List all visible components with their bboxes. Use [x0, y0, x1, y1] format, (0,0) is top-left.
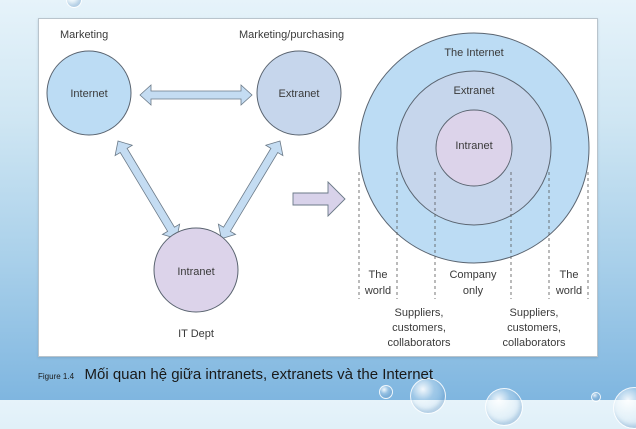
zone-world-left-line1: The — [369, 269, 388, 281]
figure-number: Figure 1.4 — [38, 372, 75, 381]
label-marketing: Marketing — [60, 29, 108, 41]
zone-world-right-line1: The — [560, 269, 579, 281]
figure-caption: Figure 1.4 Mối quan hệ giữa intranets, e… — [38, 366, 433, 384]
zone-suppliers-left-line1: Suppliers, — [395, 307, 444, 319]
decorative-bubble — [613, 387, 636, 429]
ring-intranet-label: Intranet — [455, 140, 492, 152]
ring-internet-label: The Internet — [444, 47, 503, 59]
node-intranet — [153, 227, 239, 313]
zone-suppliers-left-line3: collaborators — [388, 337, 451, 349]
zone-company-line1: Company — [449, 269, 497, 281]
transition-arrow — [292, 180, 346, 218]
zone-suppliers-right-line1: Suppliers, — [510, 307, 559, 319]
node-internet — [46, 50, 132, 136]
decorative-bubble — [66, 0, 82, 8]
double-arrow-internet-extranet — [139, 84, 253, 106]
label-it-dept: IT Dept — [178, 328, 214, 340]
node-internet-label: Internet — [70, 88, 107, 100]
zone-world-right-line2: world — [555, 285, 582, 297]
double-arrow-internet-intranet — [114, 140, 181, 240]
ring-extranet-label: Extranet — [454, 85, 495, 97]
decorative-bubble — [591, 392, 601, 402]
zone-company-line2: only — [463, 285, 484, 297]
decorative-bubble — [379, 385, 393, 399]
node-extranet-label: Extranet — [279, 88, 320, 100]
caption-text: Mối quan hệ giữa intranets, extranets và… — [84, 366, 434, 383]
double-arrow-extranet-intranet — [217, 140, 284, 240]
zone-suppliers-right-line3: collaborators — [503, 337, 566, 349]
diagram-canvas: Marketing Marketing/purchasing Internet … — [46, 29, 590, 349]
node-extranet — [256, 50, 342, 136]
zone-suppliers-left-line2: customers, — [392, 322, 446, 334]
zone-labels: The world Company only The world Supplie… — [364, 269, 582, 349]
zone-suppliers-right-line2: customers, — [507, 322, 561, 334]
node-intranet-label: Intranet — [177, 266, 214, 278]
ring-intranet — [435, 109, 513, 187]
figure-frame: Marketing Marketing/purchasing Internet … — [38, 18, 598, 357]
label-marketing-purchasing: Marketing/purchasing — [239, 29, 344, 41]
zone-world-left-line2: world — [364, 285, 391, 297]
decorative-bubble — [485, 388, 523, 426]
